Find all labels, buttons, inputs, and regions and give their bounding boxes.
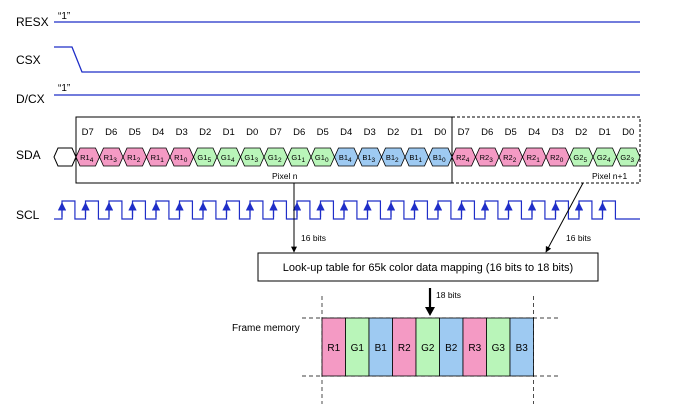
sda-bit-label: R21 <box>527 153 541 164</box>
lut-box <box>257 252 599 282</box>
frame-memory-cell-label: R2 <box>398 343 411 354</box>
sda-bit-label: R24 <box>456 153 470 164</box>
sda-bit-label: G15 <box>197 153 211 164</box>
bit-label: D2 <box>387 127 399 138</box>
csx-waveform <box>54 46 640 73</box>
sda-bit-label: G11 <box>291 153 305 164</box>
lut-output-bit-count: 18 bits <box>436 290 461 300</box>
sda-bit-label: G13 <box>244 153 258 164</box>
frame-memory-cell-label: G3 <box>492 343 506 354</box>
bit-label: D6 <box>105 127 117 138</box>
sda-bit-label: B10 <box>433 153 446 164</box>
bit-label: D0 <box>246 127 258 138</box>
bit-label: D1 <box>599 127 611 138</box>
sda-bit-label: G24 <box>597 153 611 164</box>
sda-bit-label: B14 <box>339 153 352 164</box>
sda-bit-cell <box>616 147 641 167</box>
sda-bit-label: R11 <box>151 153 165 164</box>
frame-memory-cell <box>509 317 534 377</box>
bit-labels: D7 D6 D5 D4 D3 D2 D1 D0 D7 D6 D5 D4 D3 D2 D1 D0 D7 D6 D5 D4… <box>82 127 635 138</box>
frame-memory-cell-label: G2 <box>421 343 435 354</box>
bit-label: D0 <box>622 127 634 138</box>
pixel-n1-box <box>451 116 641 184</box>
sda-bit-label: R23 <box>480 153 494 164</box>
bit-label: D5 <box>129 127 141 138</box>
sda-bit-label: G10 <box>315 153 329 164</box>
bit-label: D6 <box>293 127 305 138</box>
sda-bit-label: R22 <box>503 153 517 164</box>
pixel-n1-label: Pixel n+1 <box>592 171 627 181</box>
resx-level-label: “1” <box>58 11 70 22</box>
bit-label: D7 <box>270 127 282 138</box>
signal-label-sda: SDA <box>16 148 41 162</box>
sda-bus: R14 R13 R12 R11 R10 G15 G14 G13 G12 G11 G10 B14 B13 B… <box>53 147 641 167</box>
bit-label: D2 <box>575 127 587 138</box>
frame-memory-cell-label: B2 <box>445 343 458 354</box>
pixel-n-label: Pixel n <box>272 171 298 181</box>
bit-label: D5 <box>505 127 517 138</box>
signal-label-scl: SCL <box>16 208 40 222</box>
frame-memory: R1 G1 B1 R2 G2 B2 R3 G3 B3 <box>302 296 560 404</box>
bit-label: D7 <box>82 127 94 138</box>
bit-label: D4 <box>340 127 352 138</box>
bit-label: D6 <box>481 127 493 138</box>
frame-memory-cell-label: R1 <box>327 343 340 354</box>
frame-memory-cell-label: R3 <box>468 343 481 354</box>
bit-label: D1 <box>223 127 235 138</box>
bit-label: D5 <box>317 127 329 138</box>
sda-idle-cell <box>53 147 77 167</box>
bit-label: D7 <box>458 127 470 138</box>
signal-label-csx: CSX <box>16 53 41 67</box>
sda-bit-label: B11 <box>409 153 422 164</box>
bit-label: D2 <box>199 127 211 138</box>
bit-label: D3 <box>552 127 564 138</box>
bit-label: D3 <box>176 127 188 138</box>
signal-label-resx: RESX <box>16 15 49 29</box>
sda-bit-label: G12 <box>268 153 282 164</box>
sda-bit-label: B12 <box>386 153 399 164</box>
frame-memory-cell-label: B3 <box>516 343 529 354</box>
dcx-level-label: “1” <box>58 83 70 94</box>
bit-label: D3 <box>364 127 376 138</box>
lut-output-arrowhead <box>425 307 435 316</box>
lut-label: Look-up table for 65k color data mapping… <box>283 262 573 274</box>
bit-label: D0 <box>434 127 446 138</box>
bit-label: D1 <box>411 127 423 138</box>
pixel-n-bit-count: 16 bits <box>301 233 326 243</box>
sda-bit-label: R14 <box>80 153 94 164</box>
sda-bit-label: G25 <box>573 153 587 164</box>
scl-clock <box>54 200 640 220</box>
pixel-n1-bit-count: 16 bits <box>566 233 591 243</box>
frame-memory-label: Frame memory <box>232 323 300 334</box>
sda-bit-label: G23 <box>620 153 634 164</box>
frame-memory-cell-label: G1 <box>351 343 365 354</box>
sda-bit-label: R12 <box>127 153 141 164</box>
sda-bit-label: R10 <box>174 153 188 164</box>
signal-label-dcx: D/CX <box>16 92 45 106</box>
bit-label: D4 <box>528 127 540 138</box>
bit-label: D4 <box>152 127 164 138</box>
sda-bit-label: B13 <box>362 153 375 164</box>
sda-bit-label: G14 <box>221 153 235 164</box>
sda-bit-label: R13 <box>104 153 118 164</box>
sda-bit-label: R20 <box>550 153 564 164</box>
frame-memory-cell-label: B1 <box>375 343 388 354</box>
pixel-n1-arrow <box>545 182 584 253</box>
scl-waveform <box>54 200 640 220</box>
